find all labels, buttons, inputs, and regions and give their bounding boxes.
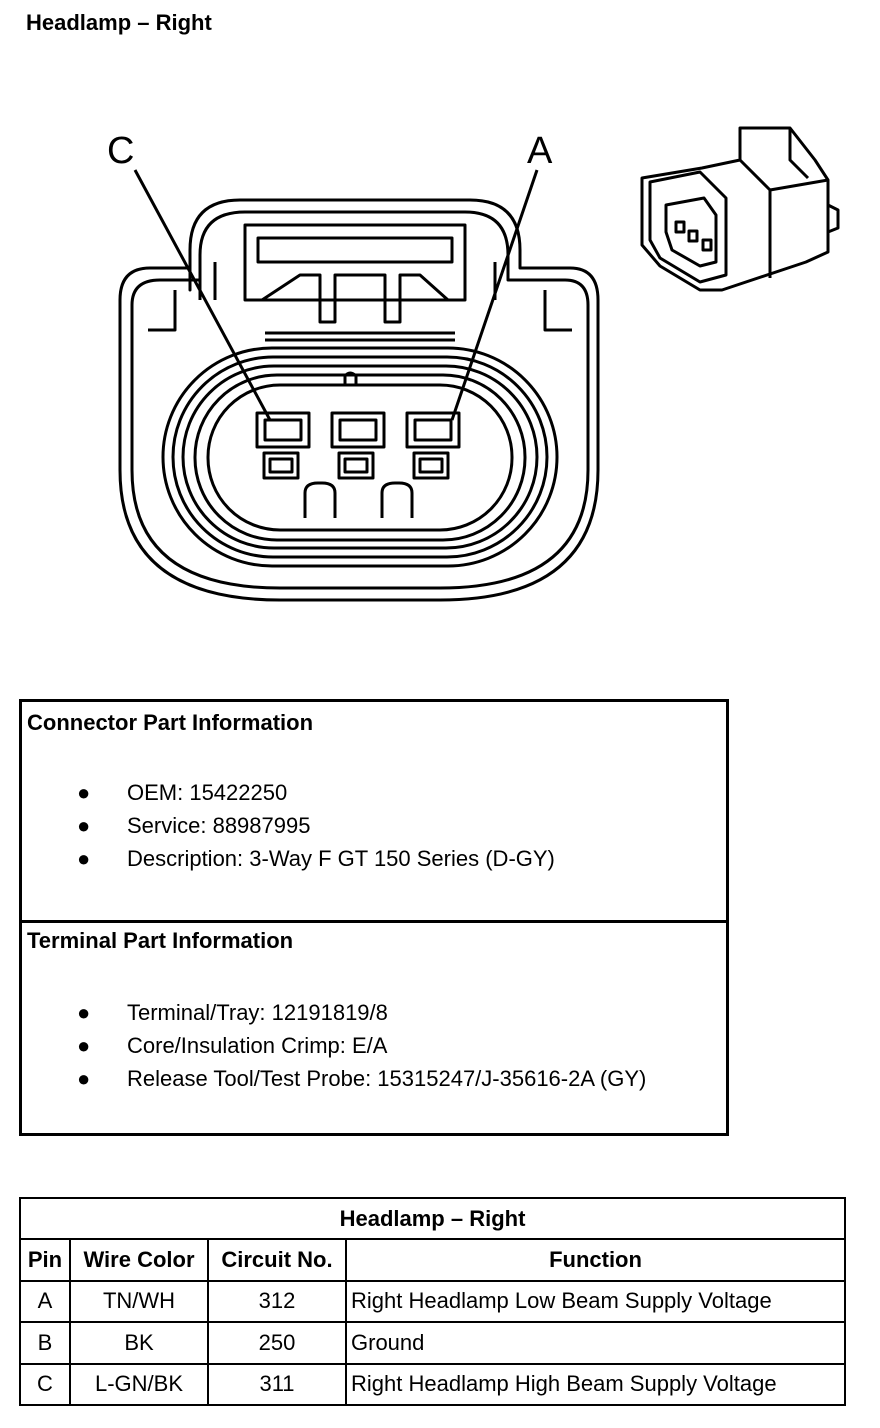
connector-part-info-title: Connector Part Information (27, 710, 314, 735)
list-item: ● Core/Insulation Crimp: E/A (77, 1033, 646, 1066)
column-header-wire-color: Wire Color (69, 1238, 209, 1282)
cell-function: Right Headlamp Low Beam Supply Voltage (345, 1279, 846, 1324)
seal-ring (161, 346, 559, 568)
bullet-icon: ● (77, 846, 91, 871)
callout-line-c (133, 169, 272, 421)
list-item-text: Description: 3-Way F GT 150 Series (D-GY… (127, 846, 555, 871)
pinout-table: Headlamp – Right Pin Wire Color Circuit … (19, 1196, 846, 1407)
cell-wire-color: BK (69, 1321, 209, 1365)
terminal-part-info-title: Terminal Part Information (27, 928, 294, 953)
connector-face-diagram (118, 126, 840, 602)
page-title: Headlamp – Right (26, 10, 212, 35)
cell-circuit-no: 311 (207, 1362, 347, 1407)
connector-part-info-list: ● OEM: 15422250 ● Service: 88987995 ● Descr… (77, 780, 555, 879)
list-item: ● Release Tool/Test Probe: 15315247/J-356… (77, 1066, 646, 1099)
connector-iso-view (640, 126, 840, 292)
column-header-pin: Pin (19, 1238, 71, 1282)
bullet-icon: ● (77, 1000, 91, 1025)
table-header-row: Pin Wire Color Circuit No. Function (19, 1238, 846, 1282)
list-item-text: Release Tool/Test Probe: 15315247/J-3561… (127, 1066, 647, 1091)
terminal-cavity-a (405, 411, 461, 449)
bullet-icon: ● (77, 1033, 91, 1058)
list-item: ● OEM: 15422250 (77, 780, 555, 813)
terminal-part-info: Terminal Part Information ● Terminal/Tray… (22, 920, 726, 1133)
cell-circuit-no: 250 (207, 1321, 347, 1365)
list-item-text: Core/Insulation Crimp: E/A (127, 1033, 388, 1058)
table-title: Headlamp – Right (19, 1196, 846, 1241)
bullet-icon: ● (77, 780, 91, 805)
cell-pin: C (19, 1362, 71, 1407)
callout-label-c: C (107, 130, 135, 172)
cell-wire-color: L-GN/BK (69, 1362, 209, 1407)
cell-function: Ground (345, 1321, 846, 1365)
callout-label-a: A (527, 130, 553, 172)
bullet-icon: ● (77, 1066, 91, 1091)
cell-circuit-no: 312 (207, 1279, 347, 1324)
cell-pin: B (19, 1321, 71, 1365)
table-title-row: Headlamp – Right (19, 1196, 846, 1241)
bullet-icon: ● (77, 813, 91, 838)
cell-function: Right Headlamp High Beam Supply Voltage (345, 1362, 846, 1407)
housing-outline (118, 198, 600, 602)
table-row: B BK 250 Ground (19, 1321, 846, 1365)
column-header-function: Function (345, 1238, 846, 1282)
terminal-cavity-b (330, 411, 386, 449)
list-item-text: OEM: 15422250 (127, 780, 288, 805)
list-item-text: Terminal/Tray: 12191819/8 (127, 1000, 388, 1025)
part-info-box: Connector Part Information ● OEM: 1542225… (19, 699, 729, 1136)
list-item: ● Terminal/Tray: 12191819/8 (77, 1000, 646, 1033)
list-item: ● Service: 88987995 (77, 813, 555, 846)
column-header-circuit-no: Circuit No. (207, 1238, 347, 1282)
connector-part-info: Connector Part Information ● OEM: 1542225… (22, 702, 726, 923)
latch (243, 223, 467, 302)
cell-pin: A (19, 1279, 71, 1324)
callout-line-a (450, 169, 539, 421)
list-item: ● Description: 3-Way F GT 150 Series (D-G… (77, 846, 555, 879)
table-row: C L-GN/BK 311 Right Headlamp High Beam S… (19, 1362, 846, 1407)
list-item-text: Service: 88987995 (127, 813, 311, 838)
terminal-cavity-c (255, 411, 311, 449)
cell-wire-color: TN/WH (69, 1279, 209, 1324)
terminal-part-info-list: ● Terminal/Tray: 12191819/8 ● Core/Insulat… (77, 1000, 646, 1099)
table-row: A TN/WH 312 Right Headlamp Low Beam Supp… (19, 1279, 846, 1324)
